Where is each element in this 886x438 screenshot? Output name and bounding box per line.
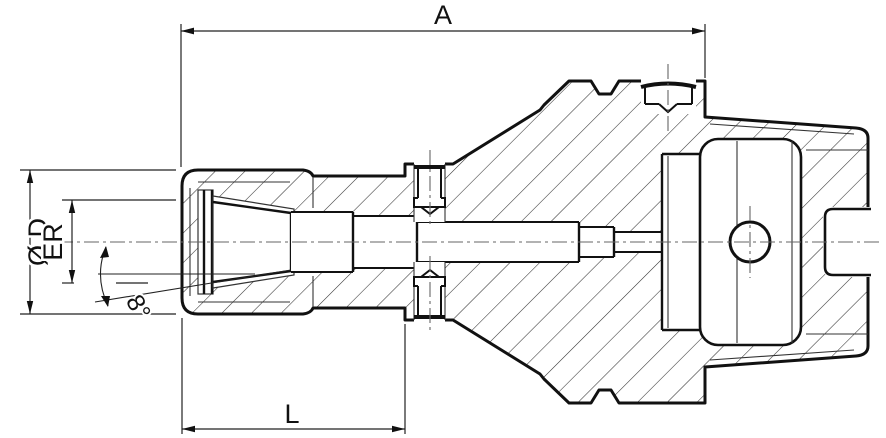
dim-label-angle: 8°: [120, 290, 156, 324]
dimension-diameter-d: Ø D: [20, 169, 176, 315]
dim-label-a: A: [434, 0, 452, 30]
dim-label-l: L: [284, 399, 299, 429]
dim-label-er: ER: [38, 223, 68, 261]
dimension-l: L: [181, 318, 406, 434]
dimension-er: ER: [36, 199, 176, 284]
centerlines: [58, 64, 880, 334]
dim-label-diameter-d: Ø D: [23, 218, 53, 266]
dimension-a: A: [180, 0, 706, 167]
